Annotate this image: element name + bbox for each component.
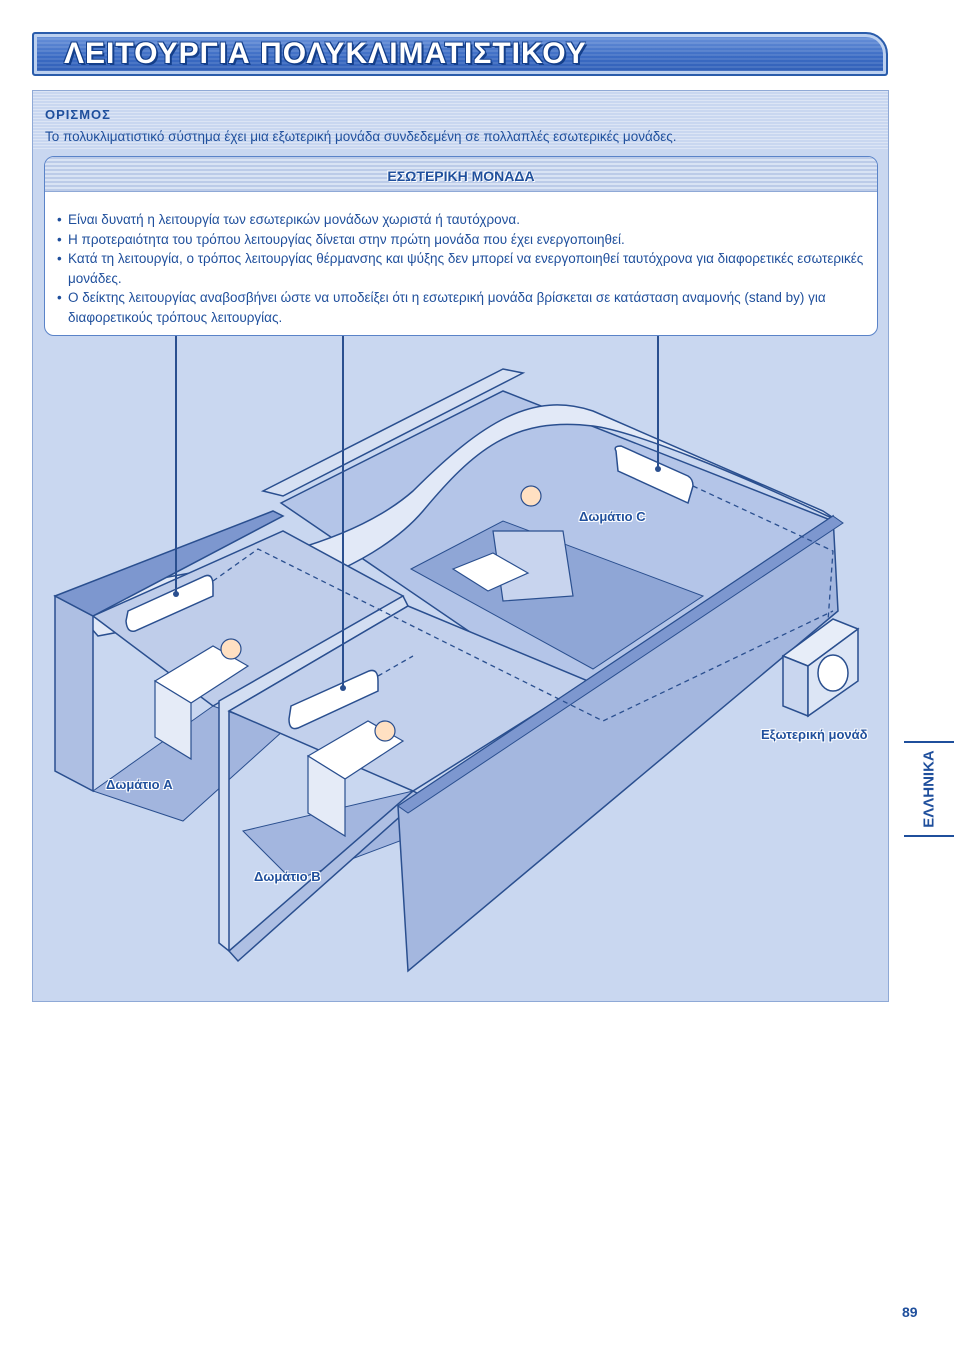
- page-title: ΛΕΙΤΟΥΡΓΙΑ ΠΟΛΥΚΛΙΜΑΤΙΣΤΙΚΟΥ: [64, 37, 587, 70]
- page-title-bar: ΛΕΙΤΟΥΡΓΙΑ ΠΟΛΥΚΛΙΜΑΤΙΣΤΙΚΟΥ: [32, 32, 888, 76]
- bed-room-b-side: [307, 754, 346, 838]
- indoor-unit-header: ΕΣΩΤΕΡΙΚΗ ΜΟΝΑΔΑ: [45, 157, 877, 192]
- bed-room-a-side: [154, 679, 192, 761]
- left-outer-wall: [54, 594, 94, 793]
- label-room-c: Δωμάτιο C: [579, 509, 646, 524]
- list-item: Κατά τη λειτουργία, ο τρόπος λειτουργίας…: [57, 249, 877, 288]
- label-room-a: Δωμάτιο A: [106, 777, 173, 792]
- indoor-unit-room-b: [288, 669, 379, 730]
- indoor-unit-box: ΕΣΩΤΕΡΙΚΗ ΜΟΝΑΔΑ Είναι δυνατή η λειτουργ…: [44, 156, 878, 336]
- right-front-wall-top: [397, 515, 844, 814]
- language-tab-label: ΕΛΛΗΝΙΚΑ: [920, 750, 938, 828]
- piping-dashed-b: [377, 655, 414, 677]
- indoor-unit-heading: ΕΣΩΤΕΡΙΚΗ ΜΟΝΑΔΑ: [387, 168, 535, 184]
- label-room-b: Δωμάτιο B: [254, 869, 321, 884]
- piping-dashed-c: [692, 485, 834, 622]
- left-top-ledge: [53, 510, 285, 617]
- person-room-c-head: [520, 485, 542, 507]
- indoor-unit-room-c: [614, 445, 694, 505]
- list-item: Ο δείκτης λειτουργίας αναβοσβήνει ώστε ν…: [57, 288, 877, 327]
- definition-heading: ΟΡΙΣΜΟΣ: [45, 107, 111, 122]
- list-item: Η προτεραιότητα του τρόπου λειτουργίας δ…: [57, 230, 877, 250]
- outdoor-unit: [781, 618, 860, 718]
- person-room-a-head: [220, 638, 242, 660]
- page-number: 89: [902, 1304, 918, 1320]
- label-outdoor-unit: Εξωτερική μονάδ: [761, 727, 868, 742]
- indoor-unit-bullet-list: Είναι δυνατή η λειτουργία των εσωτερικών…: [45, 192, 877, 327]
- indoor-unit-room-a: [125, 574, 214, 633]
- definition-text: Το πολυκλιματιστικό σύστημα έχει μια εξω…: [45, 129, 677, 144]
- room-c-back-wall: [260, 368, 526, 497]
- multi-split-illustration: [53, 336, 860, 973]
- content-panel: ΟΡΙΣΜΟΣ Το πολυκλιματιστικό σύστημα έχει…: [32, 90, 889, 1002]
- person-room-b-head: [374, 720, 396, 742]
- list-item: Είναι δυνατή η λειτουργία των εσωτερικών…: [57, 210, 877, 230]
- piping-dashed: [212, 548, 834, 722]
- table-room-c: [451, 552, 530, 592]
- language-tab: ΕΛΛΗΝΙΚΑ: [904, 741, 954, 837]
